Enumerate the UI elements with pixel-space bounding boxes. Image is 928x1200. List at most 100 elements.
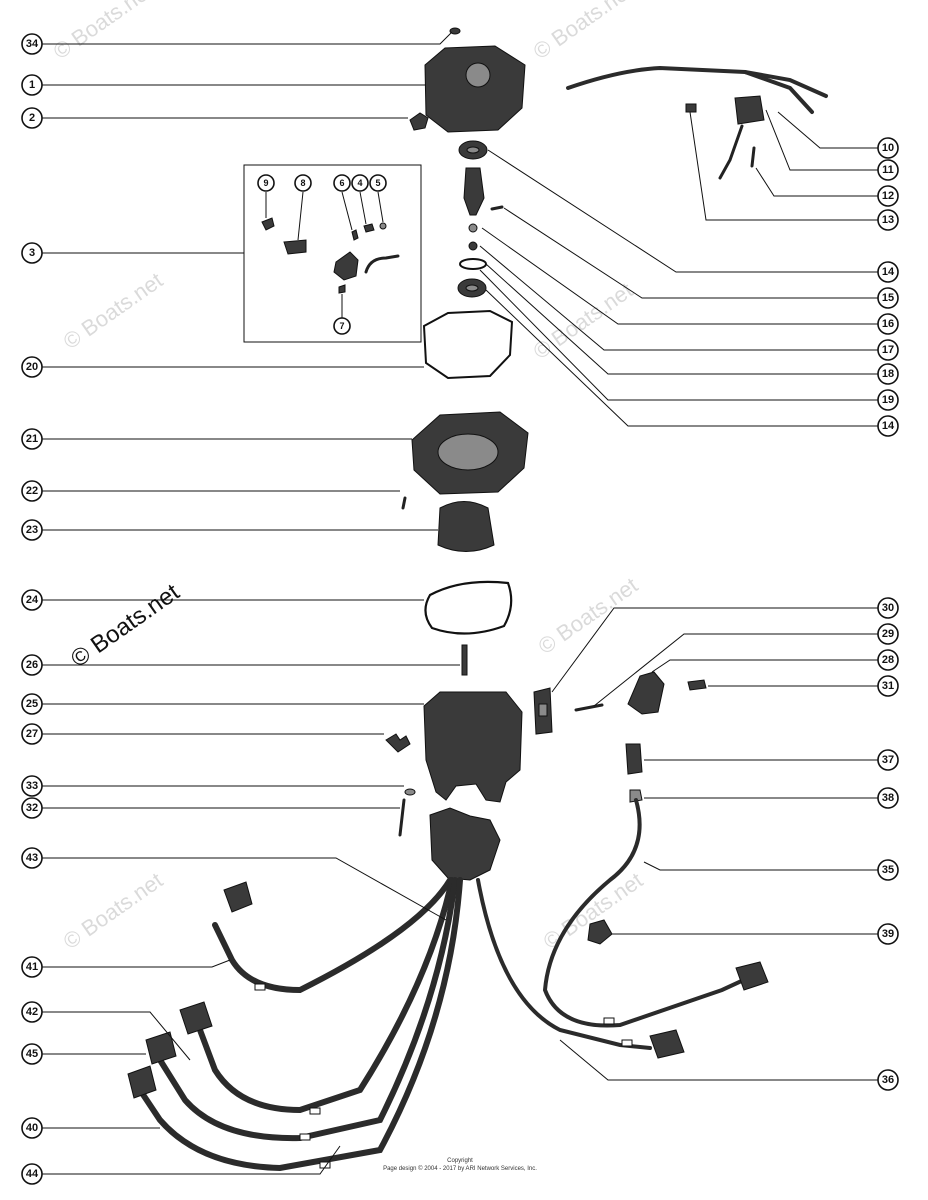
- part-38-terminal: [629, 789, 643, 803]
- callout-36: 36: [877, 1069, 899, 1091]
- svg-text:1: 1: [29, 79, 35, 91]
- svg-text:4: 4: [357, 178, 362, 188]
- boot-36: [649, 1029, 685, 1059]
- part-12-clip: [750, 146, 756, 168]
- svg-text:14: 14: [882, 420, 895, 432]
- boot-42: [179, 1001, 213, 1035]
- callout-5: 5: [369, 174, 387, 192]
- svg-text:19: 19: [882, 394, 894, 406]
- callout-9: 9: [257, 174, 275, 192]
- part-9-clip: [261, 217, 275, 231]
- svg-text:14: 14: [882, 266, 895, 278]
- part-10-wire: [566, 65, 814, 114]
- callout-41: 41: [21, 956, 43, 978]
- callout-40: 40: [21, 1117, 43, 1139]
- part-lead: [364, 254, 400, 274]
- callout-27: 27: [21, 723, 43, 745]
- svg-text:5: 5: [375, 178, 380, 188]
- band: [603, 1017, 615, 1025]
- svg-text:25: 25: [26, 698, 38, 710]
- svg-text:40: 40: [26, 1122, 38, 1134]
- svg-text:20: 20: [26, 361, 38, 373]
- svg-text:2: 2: [29, 112, 35, 124]
- callout-24: 24: [21, 589, 43, 611]
- part-41-wire: [212, 877, 453, 994]
- callout-35: 35: [877, 859, 899, 881]
- part-11-condenser: [734, 95, 765, 125]
- part-44-wire: [137, 877, 463, 1172]
- callout-17: 17: [877, 339, 899, 361]
- svg-text:13: 13: [882, 214, 894, 226]
- part-31-screw: [687, 679, 707, 691]
- part-17-washer: [468, 223, 478, 233]
- svg-text:45: 45: [26, 1048, 38, 1060]
- part-37-connector: [625, 743, 643, 775]
- part-11-lead: [718, 124, 744, 180]
- watermark: © Boats.net: [534, 572, 643, 659]
- svg-text:12: 12: [882, 190, 894, 202]
- part-18-ring: [468, 241, 478, 251]
- copyright-line-2: Page design © 2004 - 2017 by ARI Network…: [383, 1165, 537, 1172]
- callout-20: 20: [21, 356, 43, 378]
- part-43-harness-head: [429, 807, 501, 881]
- callout-15: 15: [877, 287, 899, 309]
- bearing-center: [465, 284, 479, 292]
- part-27-elbow: [385, 733, 411, 753]
- part-7-spring: [338, 284, 346, 294]
- part-8-bracket: [283, 239, 307, 255]
- svg-text:43: 43: [26, 852, 38, 864]
- cap-center: [465, 62, 491, 88]
- callout-7: 7: [333, 317, 351, 335]
- part-42-wire: [197, 877, 455, 1114]
- watermark: © Boats.net: [49, 0, 158, 64]
- svg-text:6: 6: [339, 178, 344, 188]
- part-13-screw: [685, 103, 697, 113]
- callout-3: 3: [21, 242, 43, 264]
- svg-text:31: 31: [882, 680, 894, 692]
- part-4-spring: [363, 223, 375, 233]
- callout-45: 45: [21, 1043, 43, 1065]
- band: [319, 1161, 331, 1169]
- svg-text:16: 16: [882, 318, 894, 330]
- part-19-o-ring: [459, 258, 487, 270]
- part-39-grommet: [587, 919, 613, 945]
- svg-text:34: 34: [26, 38, 39, 50]
- part-35-wire: [542, 798, 750, 1028]
- callout-38: 38: [877, 787, 899, 809]
- svg-text:30: 30: [882, 602, 894, 614]
- callout-12: 12: [877, 185, 899, 207]
- part-25-distributor-cap: [423, 691, 523, 803]
- svg-text:36: 36: [882, 1074, 894, 1086]
- callout-10: 10: [877, 137, 899, 159]
- callout-34: 34: [21, 33, 43, 55]
- svg-text:28: 28: [882, 654, 894, 666]
- boot-35: [735, 961, 769, 991]
- part-36-wire: [476, 878, 652, 1050]
- part-45-wire: [157, 877, 458, 1142]
- callout-11: 11: [877, 159, 899, 181]
- bearing-center: [466, 146, 480, 154]
- callout-16: 16: [877, 313, 899, 335]
- callout-14: 14: [877, 261, 899, 283]
- watermark: © Boats.net: [529, 0, 638, 64]
- part-29-stud: [574, 703, 604, 712]
- watermark: © Boats.net: [59, 267, 168, 354]
- part-1-cap-housing: [424, 45, 526, 133]
- callout-19: 19: [877, 389, 899, 411]
- plate-center: [437, 433, 499, 471]
- svg-text:21: 21: [26, 433, 38, 445]
- svg-text:38: 38: [882, 792, 894, 804]
- callout-2: 2: [21, 107, 43, 129]
- svg-text:23: 23: [26, 524, 38, 536]
- watermark: © Boats.net: [59, 867, 168, 954]
- part-26-pin: [461, 644, 468, 676]
- callout-6: 6: [333, 174, 351, 192]
- svg-text:44: 44: [26, 1168, 39, 1180]
- part-34-cap: [449, 27, 461, 35]
- boot-41: [223, 881, 253, 913]
- part-weight: [333, 251, 359, 281]
- leader-lines: [42, 31, 878, 1175]
- part-5-washer: [379, 222, 387, 230]
- part-22-screw: [401, 496, 407, 510]
- svg-text:9: 9: [263, 178, 268, 188]
